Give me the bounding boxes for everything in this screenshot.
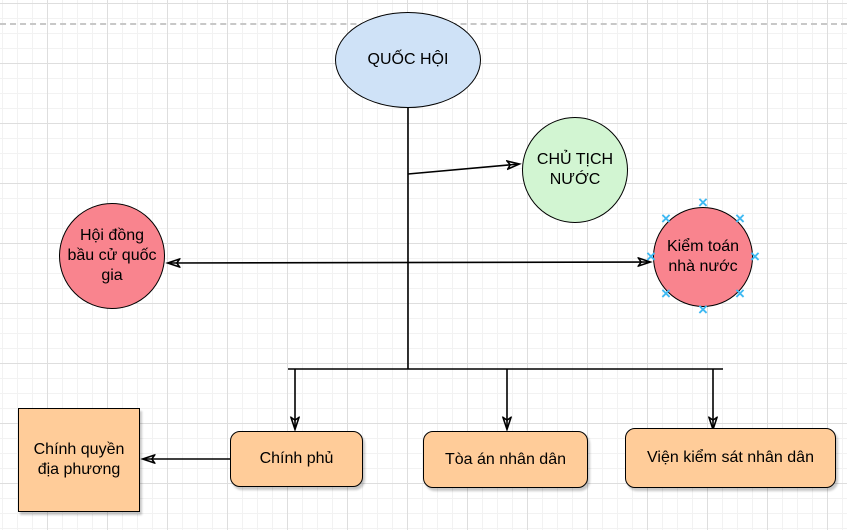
- edge-to-chu-tich-nuoc[interactable]: [407, 164, 519, 175]
- node-hoi-dong-bau-cu-label: Hội đồng bầu cử quốc gia: [67, 227, 157, 284]
- connection-point-icon[interactable]: ×: [750, 247, 760, 266]
- connection-point-icon[interactable]: ×: [661, 284, 671, 303]
- edge-hoi-dong-kiem-toan[interactable]: [168, 262, 650, 263]
- node-vien-kiem-sat[interactable]: Viện kiểm sát nhân dân: [625, 428, 836, 488]
- connection-point-icon[interactable]: ×: [646, 247, 656, 266]
- node-vien-kiem-sat-label: Viện kiểm sát nhân dân: [647, 449, 814, 466]
- node-chu-tich-nuoc-label: CHỦ TỊCH NƯỚC: [536, 151, 614, 188]
- connection-point-icon[interactable]: ×: [735, 284, 745, 303]
- node-hoi-dong-bau-cu[interactable]: Hội đồng bầu cử quốc gia: [59, 203, 165, 309]
- node-kiem-toan-label: Kiểm toán nhà nước: [666, 238, 740, 275]
- connection-point-icon[interactable]: ×: [735, 209, 745, 228]
- node-chinh-quyen-dia-phuong-label: Chính quyền địa phương: [33, 441, 125, 478]
- node-chinh-phu[interactable]: Chính phủ: [230, 431, 363, 487]
- node-kiem-toan[interactable]: Kiểm toán nhà nước: [653, 207, 753, 307]
- node-chinh-phu-label: Chính phủ: [259, 450, 334, 467]
- node-quoc-hoi-label: QUỐC HỘI: [367, 51, 449, 68]
- connection-point-icon[interactable]: ×: [698, 300, 708, 319]
- node-chu-tich-nuoc[interactable]: CHỦ TỊCH NƯỚC: [522, 117, 628, 223]
- node-quoc-hoi[interactable]: QUỐC HỘI: [335, 12, 481, 108]
- node-toa-an-label: Tòa án nhân dân: [445, 450, 566, 468]
- node-toa-an[interactable]: Tòa án nhân dân: [423, 431, 588, 488]
- connection-point-icon[interactable]: ×: [698, 193, 708, 212]
- node-chinh-quyen-dia-phuong[interactable]: Chính quyền địa phương: [18, 408, 140, 512]
- connection-point-icon[interactable]: ×: [661, 209, 671, 228]
